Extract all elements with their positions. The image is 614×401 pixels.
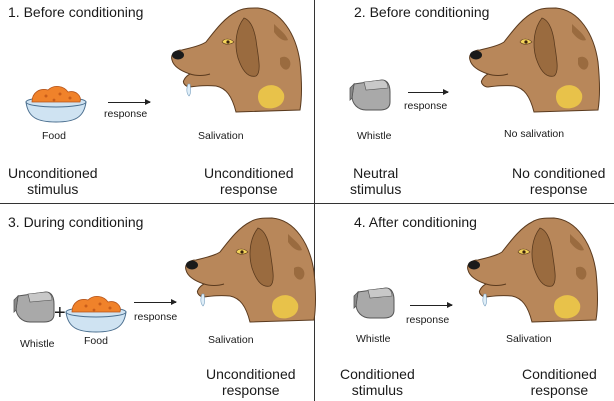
arrow-label: response [134, 311, 178, 323]
panel-title: 2. Before conditioning [354, 4, 490, 20]
arrow-label: response [404, 100, 448, 112]
dog-head-icon [467, 217, 598, 323]
result-label: Salivation [198, 130, 244, 142]
caption-line: Unconditioned [8, 165, 98, 181]
left-caption: Unconditioned stimulus [8, 165, 98, 197]
arrow-label: response [104, 108, 148, 120]
left-caption: Neutral stimulus [350, 165, 401, 197]
stimulus-label: Food [42, 130, 66, 142]
caption-line: response [530, 382, 589, 398]
result-label: Salivation [208, 334, 254, 346]
caption-line: Conditioned [340, 366, 415, 382]
caption-line: Unconditioned [206, 366, 296, 382]
caption-line: stimulus [350, 181, 402, 197]
right-caption: No conditioned response [512, 165, 605, 197]
stimulus-label: Whistle [357, 130, 392, 142]
stimulus-label: Whistle [356, 333, 391, 345]
caption-line: response [529, 181, 588, 197]
caption-line: Conditioned [522, 366, 597, 382]
result-label: No salivation [504, 128, 565, 140]
response-arrow [108, 99, 151, 105]
panel-title: 3. During conditioning [8, 214, 144, 230]
caption-line: No conditioned [512, 165, 606, 181]
caption-line: Neutral [353, 165, 399, 181]
caption-line: response [221, 382, 280, 398]
right-caption: Unconditioned response [206, 366, 296, 398]
caption-line: stimulus [351, 382, 404, 398]
stimulus-label: Whistle [20, 338, 55, 350]
caption-line: response [219, 181, 278, 197]
left-caption: Conditioned stimulus [340, 366, 415, 398]
panel-title: 4. After conditioning [354, 214, 477, 230]
vertical-divider [314, 0, 315, 401]
response-arrow [410, 302, 453, 308]
right-caption: Unconditioned response [204, 165, 294, 197]
response-arrow [408, 89, 449, 95]
panel-title: 1. Before conditioning [8, 4, 144, 20]
caption-line: Unconditioned [204, 165, 294, 181]
result-label: Salivation [506, 333, 552, 345]
arrow-label: response [406, 314, 450, 326]
plus-sign: + [54, 302, 66, 324]
stimulus-label: Food [84, 335, 108, 347]
response-arrow [134, 299, 177, 305]
right-caption: Conditioned response [522, 366, 597, 398]
horizontal-divider [0, 203, 614, 204]
caption-line: stimulus [27, 181, 79, 197]
